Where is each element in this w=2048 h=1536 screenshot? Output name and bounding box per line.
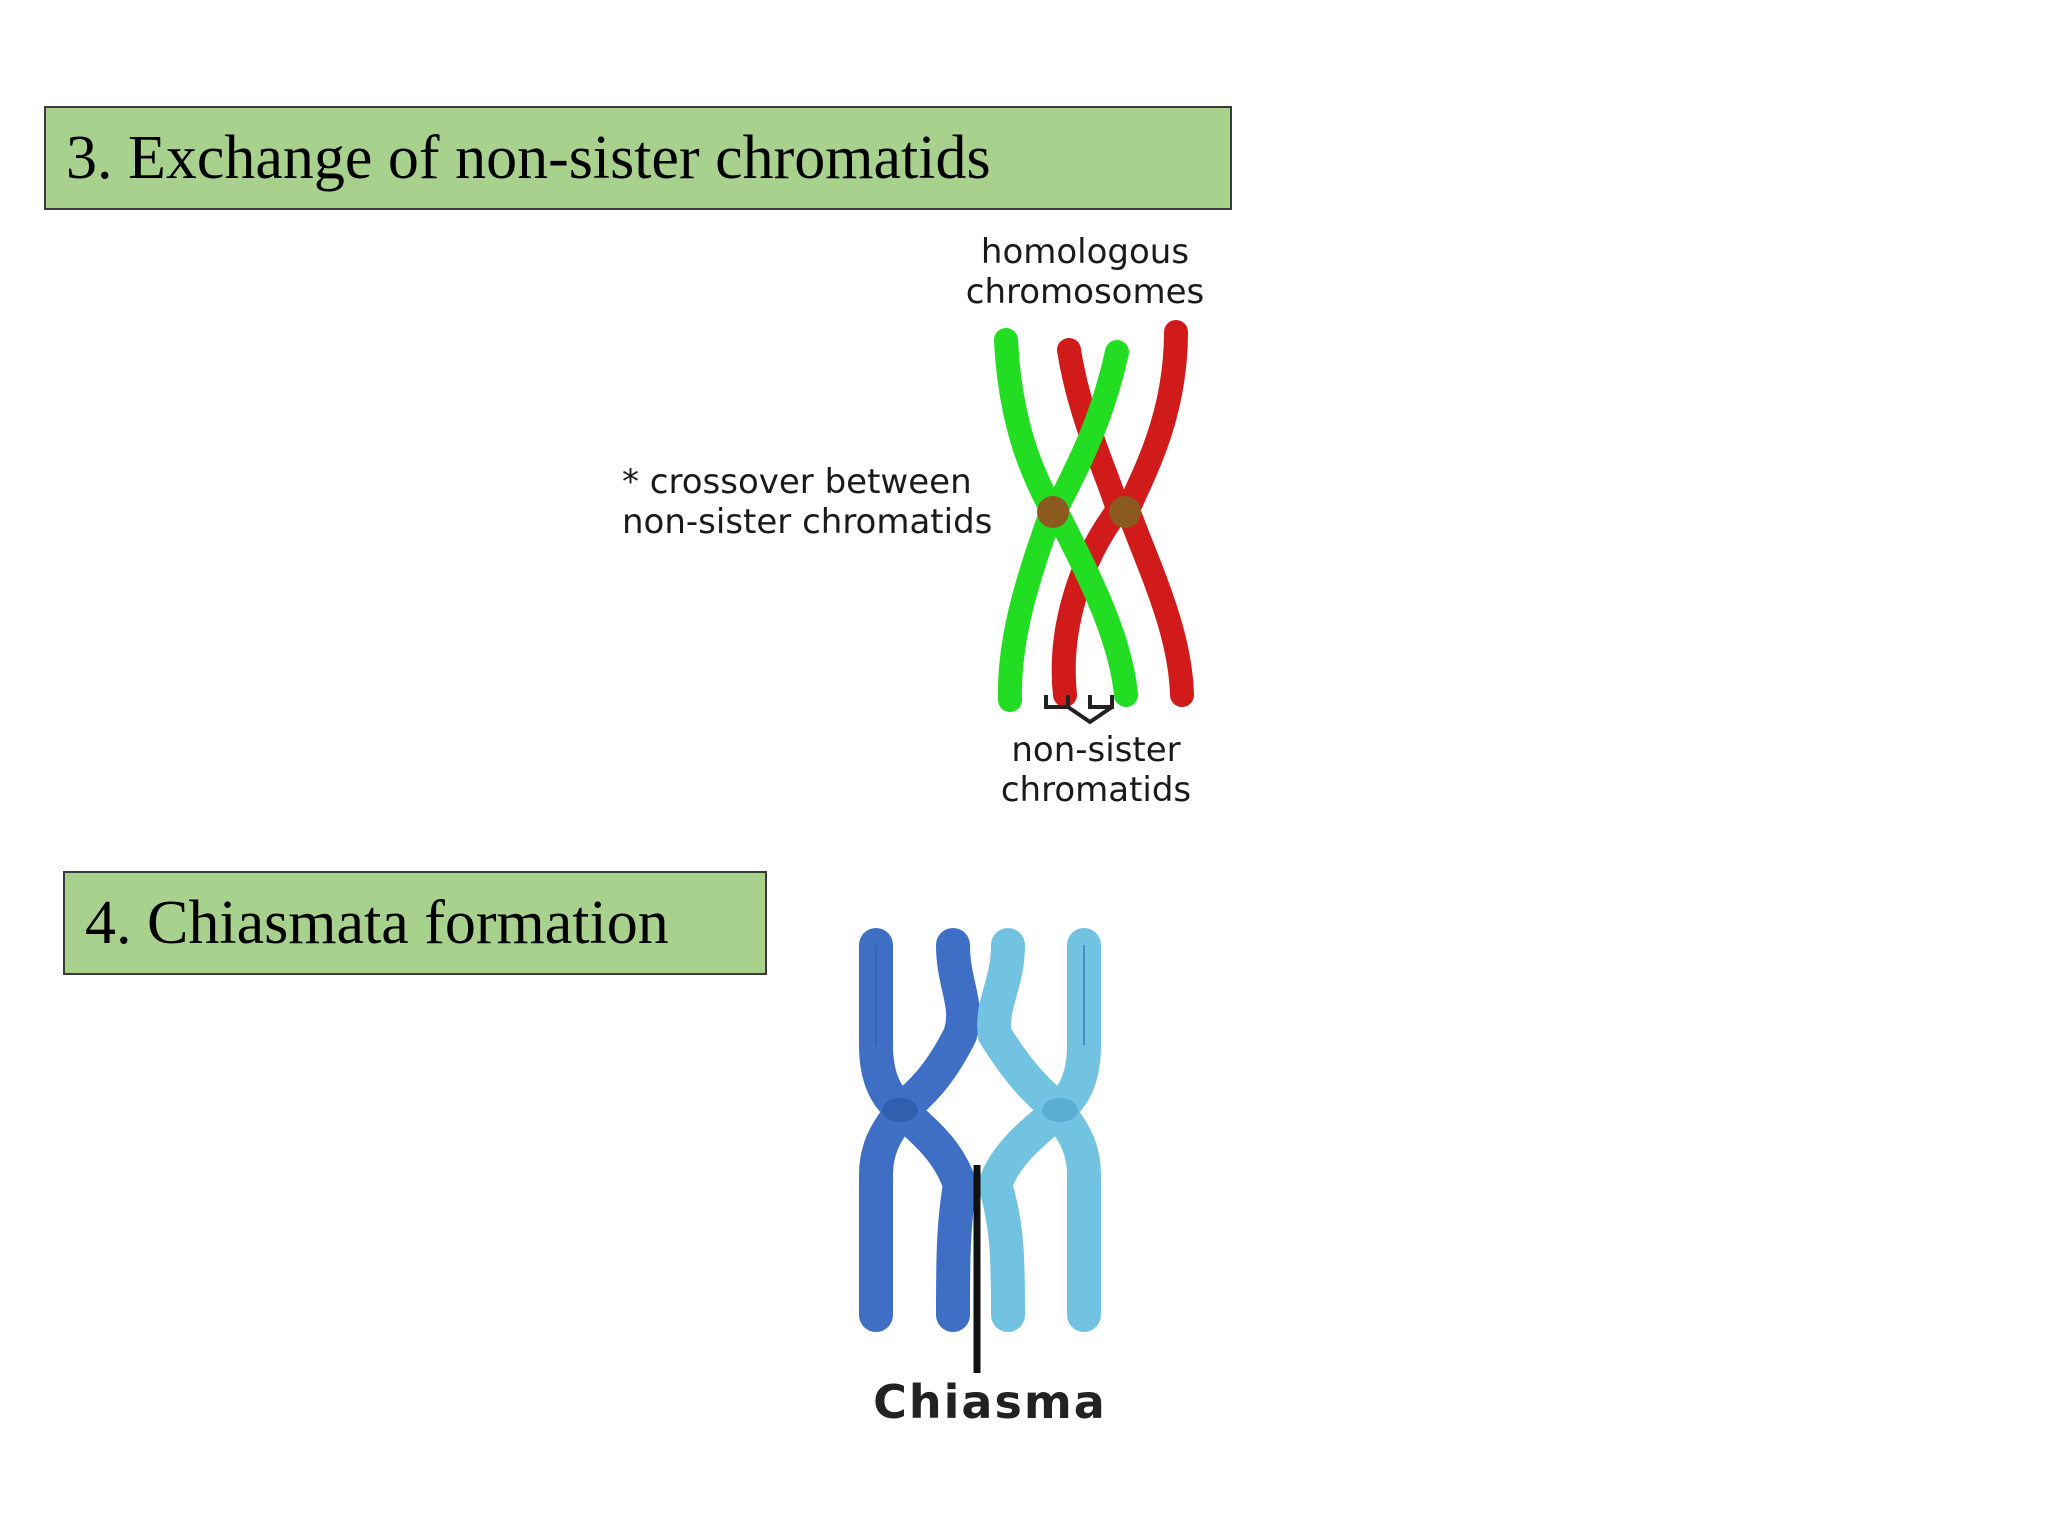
label-homologous-line1: homologous: [980, 232, 1190, 272]
light-chromatid-inner-bottom: [977, 1093, 1077, 1332]
chiasma-chromosome-diagram: [859, 928, 1101, 1373]
centromere-red: [1109, 496, 1141, 528]
crossover-chromosome-diagram: [994, 320, 1194, 725]
light-chromatid-outer: [1042, 928, 1101, 1332]
light-chromatid-inner-top: [977, 928, 1077, 1127]
label-non-sister-chromatids: non-sister chromatids: [976, 730, 1216, 810]
label-crossover-between: * crossover between non-sister chromatid…: [622, 462, 992, 542]
centromere-green: [1037, 496, 1069, 528]
label-homologous-line2: chromosomes: [965, 272, 1205, 312]
dark-chromatid-inner-top: [883, 928, 981, 1127]
centromere-dark: [882, 1098, 918, 1122]
dark-chromatid-inner-bottom: [883, 1093, 978, 1332]
label-nonsister-line2: chromatids: [1000, 770, 1192, 810]
label-chiasma: Chiasma: [873, 1375, 1107, 1429]
label-nonsister-line1: non-sister: [1011, 730, 1181, 770]
centromere-light: [1042, 1098, 1078, 1122]
label-crossover-line2: non-sister chromatids: [622, 502, 993, 542]
heading-4-text: 4. Chiasmata formation: [85, 889, 669, 957]
label-crossover-line1: * crossover between: [622, 462, 972, 502]
heading-exchange-non-sister: 3. Exchange of non-sister chromatids: [44, 106, 1232, 210]
heading-chiasmata-formation: 4. Chiasmata formation: [63, 871, 767, 975]
nonsister-bracket: [1044, 695, 1114, 725]
label-homologous-chromosomes: homologous chromosomes: [960, 232, 1210, 312]
dark-chromatid-outer: [859, 928, 918, 1332]
heading-3-text: 3. Exchange of non-sister chromatids: [66, 124, 991, 192]
